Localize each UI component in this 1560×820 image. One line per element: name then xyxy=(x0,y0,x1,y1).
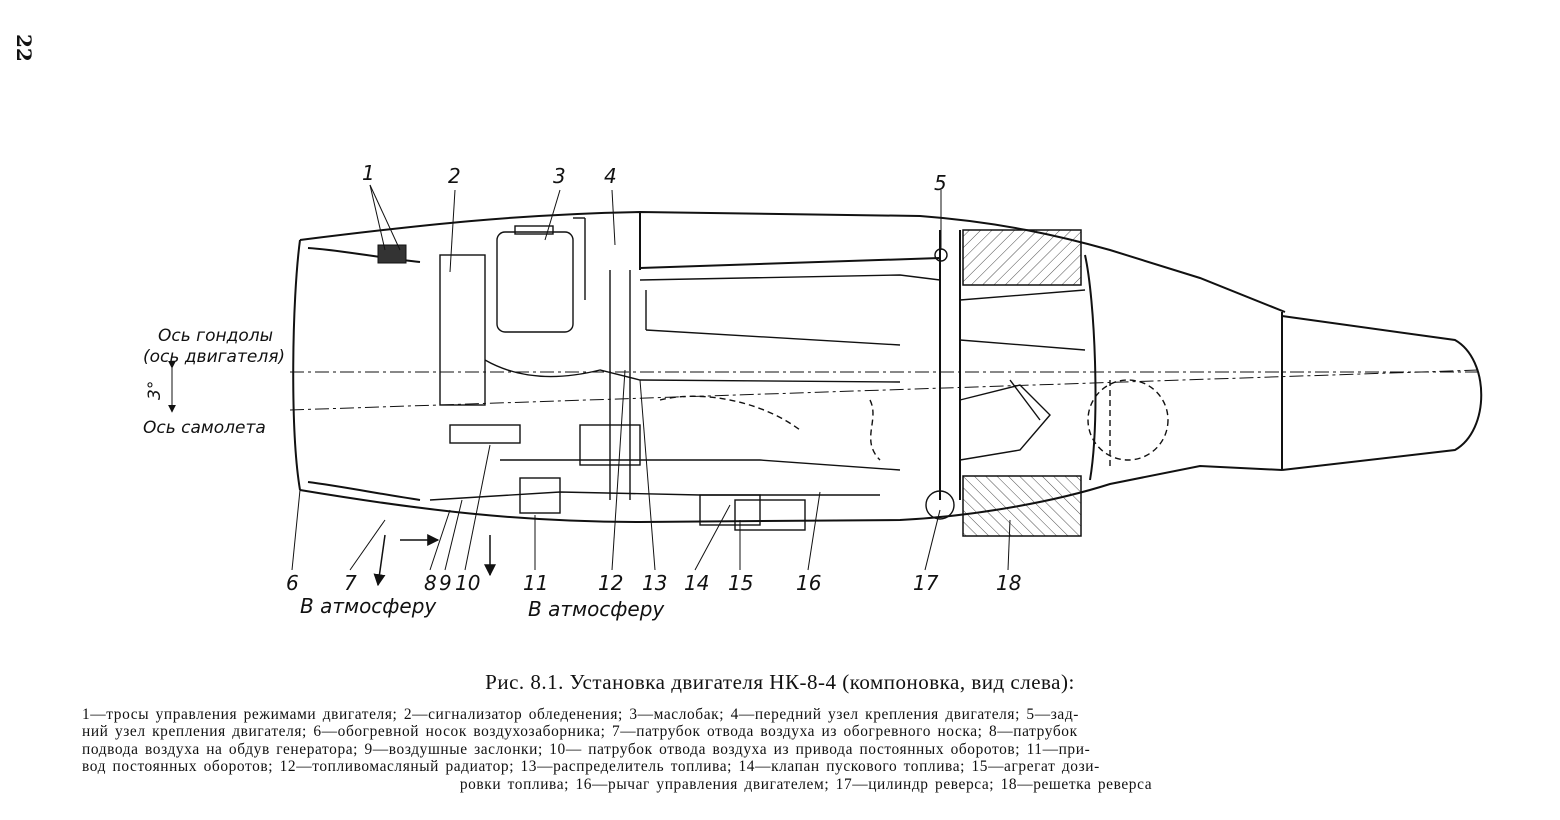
callout-12: 12 xyxy=(598,571,623,595)
callout-9: 9 xyxy=(439,571,452,595)
callout-17: 17 xyxy=(913,571,939,595)
callout-4: 4 xyxy=(604,164,617,188)
atmosphere-label-left: В атмосферу xyxy=(300,594,437,618)
callout-11: 11 xyxy=(523,571,548,595)
callout-14: 14 xyxy=(684,571,709,595)
callout-3: 3 xyxy=(553,164,566,188)
figure-legend: 1—тросы управления режимами двигателя; 2… xyxy=(82,706,1530,793)
callout-10: 10 xyxy=(455,571,480,595)
engine-internals xyxy=(429,217,1169,531)
callout-7: 7 xyxy=(344,571,357,595)
legend-line: ний узел крепления двигателя; 6—обогревн… xyxy=(82,723,1078,741)
legend-line: ровки топлива; 16—рычаг управления двига… xyxy=(459,775,1153,793)
callout-8: 8 xyxy=(424,571,437,595)
legend-line: подвода воздуха на обдув генератора; 9—в… xyxy=(82,740,1091,758)
aircraft-axis-label: Ось самолета xyxy=(143,418,266,438)
legend-line: 1—тросы управления режимами двигателя; 2… xyxy=(82,706,1079,723)
reverser-grille-upper xyxy=(962,229,1082,286)
nacelle-axis-label-2: (ось двигателя) xyxy=(143,347,285,367)
angle-label: 3° xyxy=(145,381,165,400)
nacelle-outline xyxy=(292,210,1483,524)
callout-5: 5 xyxy=(934,171,947,195)
atmosphere-arrows xyxy=(373,534,496,587)
figure-caption-title: Рис. 8.1. Установка двигателя НК-8-4 (ко… xyxy=(485,670,1075,694)
callout-16: 16 xyxy=(796,571,821,595)
engine-installation-drawing: Ось гондолы (ось двигателя) 3° Ось самол… xyxy=(143,161,1483,621)
leader-lines xyxy=(291,184,1011,571)
callout-1: 1 xyxy=(362,161,375,185)
callout-13: 13 xyxy=(642,571,667,595)
callout-2: 2 xyxy=(448,164,461,188)
reverser-grille-lower xyxy=(962,475,1082,537)
callout-6: 6 xyxy=(286,571,299,595)
atmosphere-label-right: В атмосферу xyxy=(528,597,665,621)
legend-line: вод постоянных оборотов; 12—топливомасля… xyxy=(82,758,1100,776)
callout-15: 15 xyxy=(728,571,753,595)
nacelle-axis-label-1: Ось гондолы xyxy=(158,326,273,346)
axis-lines xyxy=(168,360,1481,413)
cable-block xyxy=(377,244,407,264)
callout-18: 18 xyxy=(996,571,1021,595)
